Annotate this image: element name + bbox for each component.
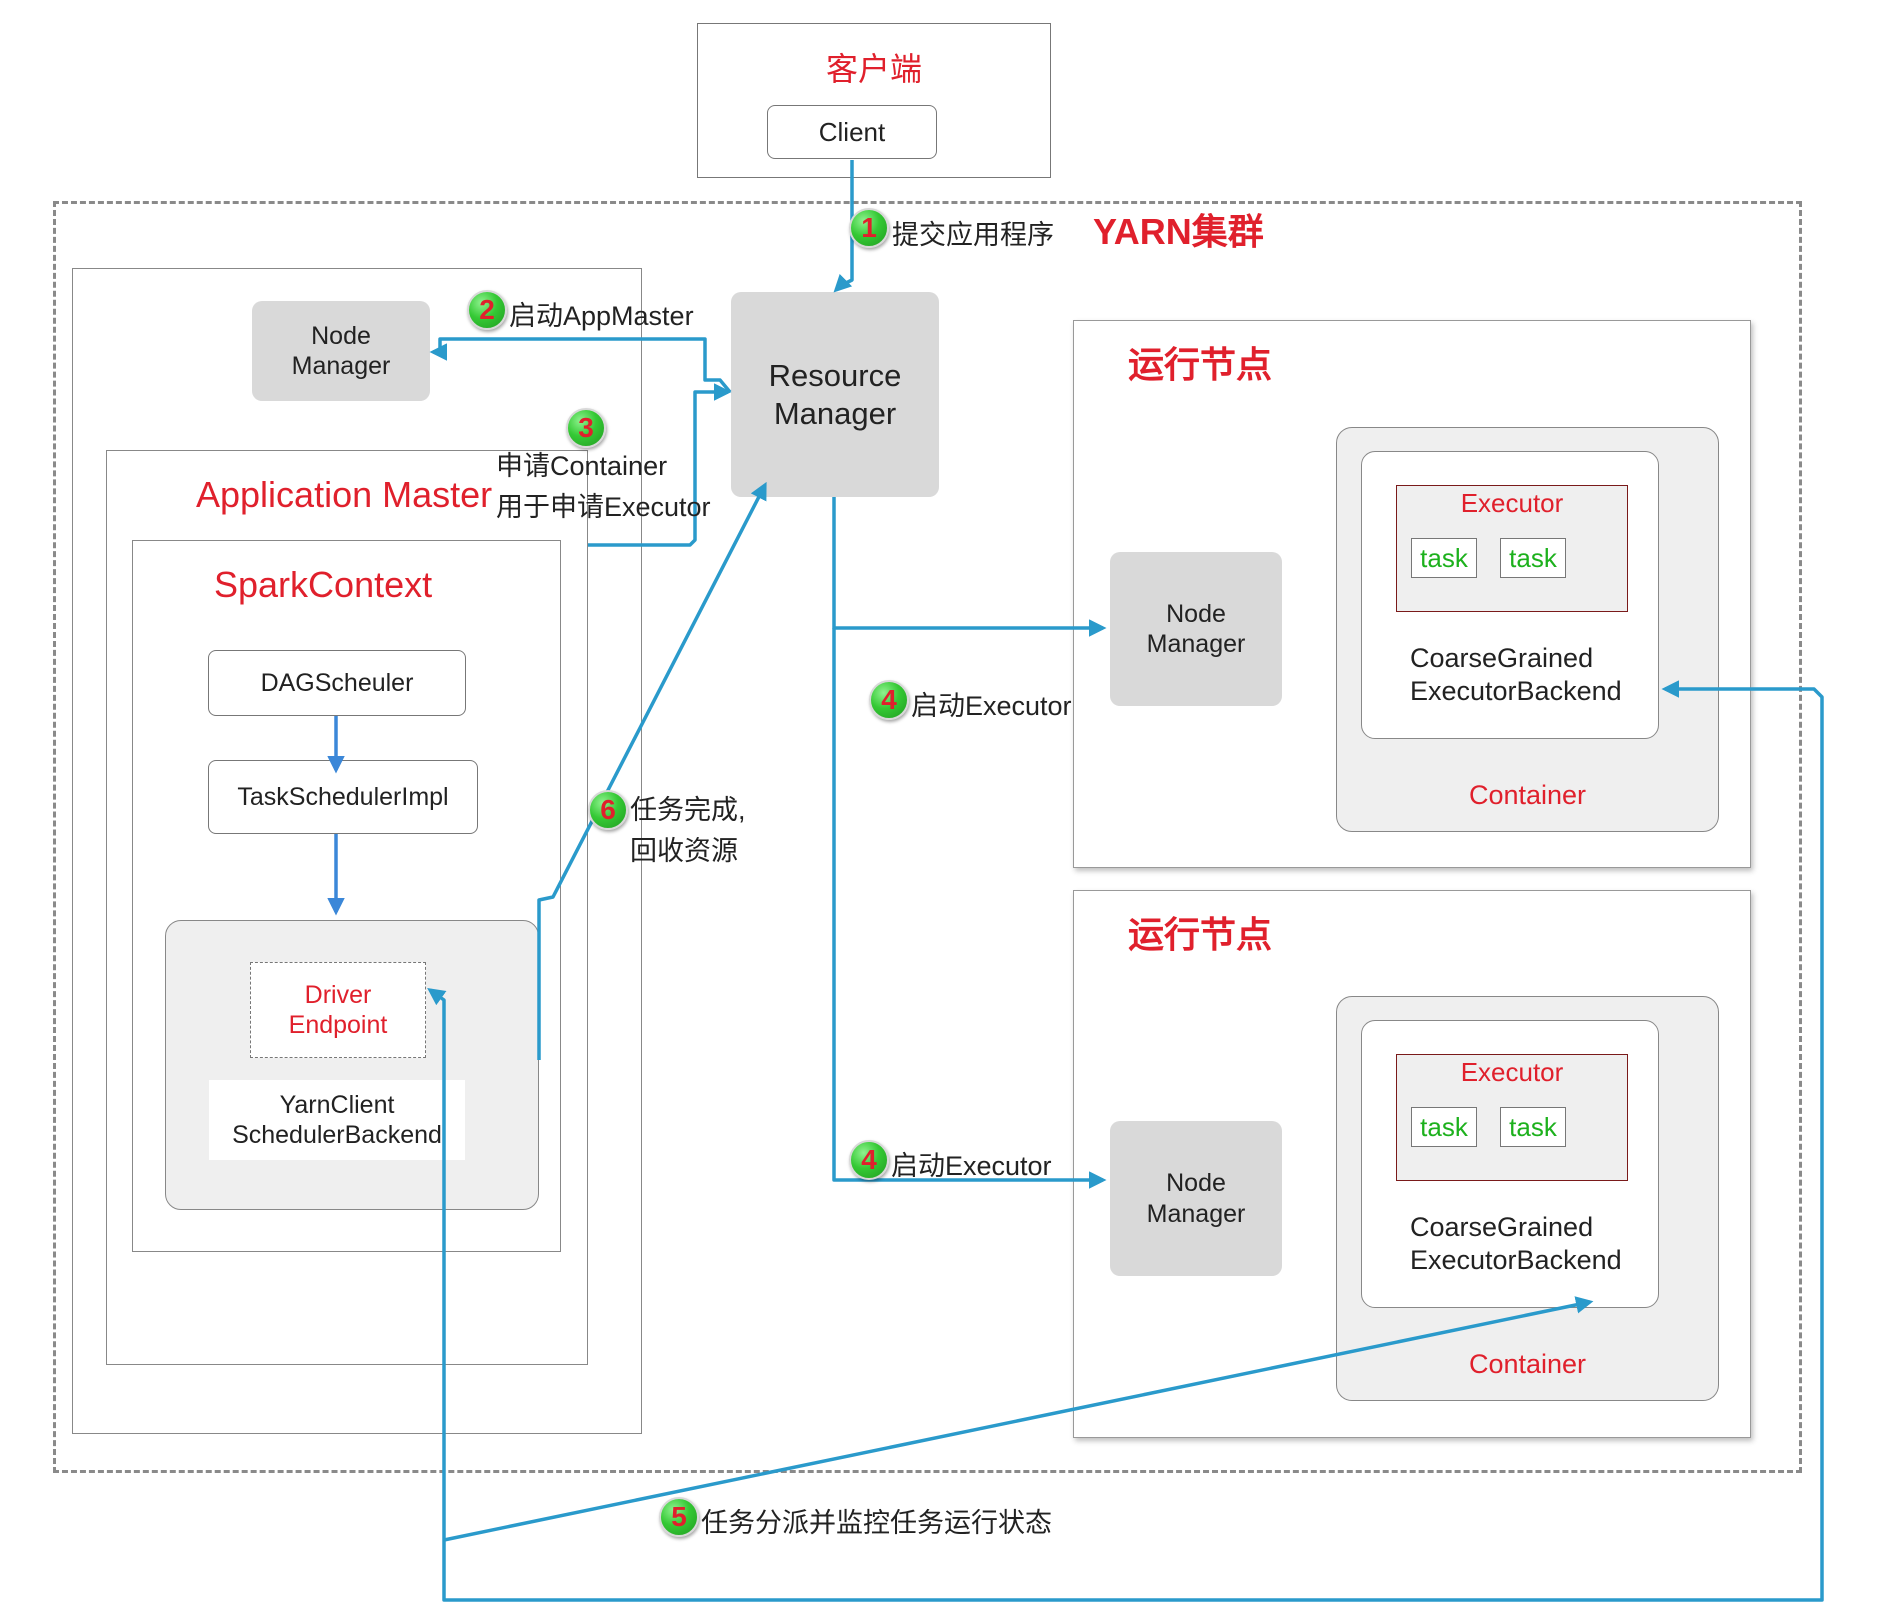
cluster-title: YARN集群: [1093, 211, 1264, 252]
worker-2-executor-label: Executor: [1460, 1057, 1564, 1087]
step-6-label: 任务完成, 回收资源: [630, 795, 746, 866]
spark-context-title: SparkContext: [214, 564, 433, 605]
worker-node-2-title: 运行节点: [1128, 914, 1273, 955]
step-5-label: 任务分派并监控任务运行状态: [701, 1508, 1052, 1538]
worker-1-task-2: task: [1500, 538, 1566, 578]
worker-2-container-label: Container: [1468, 1349, 1587, 1379]
worker-2-task-1: task: [1411, 1107, 1477, 1147]
step-4a-label: 启动Executor: [911, 691, 1072, 721]
worker-1-task-1: task: [1411, 538, 1477, 578]
worker-2-backend-label: CoarseGrained ExecutorBackend: [1410, 1212, 1622, 1275]
application-master-title: Application Master: [196, 474, 493, 515]
worker-1-node-manager: Node Manager: [1110, 552, 1282, 706]
worker-1-executor-label: Executor: [1460, 488, 1564, 518]
step-3-label: 申请Container 用于申请Executor: [496, 451, 711, 522]
driver-endpoint-box: Driver Endpoint: [250, 962, 426, 1058]
worker-1-container-label: Container: [1468, 780, 1587, 810]
step-4b-badge: 4: [849, 1140, 889, 1180]
client-frame: [697, 23, 1051, 178]
dag-scheduler-box: DAGScheuler: [208, 650, 466, 716]
worker-1-backend-label: CoarseGrained ExecutorBackend: [1410, 643, 1622, 706]
client-node: Client: [767, 105, 937, 159]
step-1-label: 提交应用程序: [892, 220, 1054, 250]
step-4b-label: 启动Executor: [891, 1151, 1052, 1181]
step-4a-badge: 4: [869, 680, 909, 720]
yarn-client-backend-label: YarnClient SchedulerBackend: [209, 1080, 465, 1160]
worker-2-node-manager: Node Manager: [1110, 1121, 1282, 1276]
client-title: 客户端: [825, 51, 922, 87]
resource-manager: Resource Manager: [731, 292, 939, 497]
task-scheduler-box: TaskSchedulerImpl: [208, 760, 478, 834]
step-2-badge: 2: [467, 290, 507, 330]
am-node-manager: Node Manager: [252, 301, 430, 401]
step-3-badge: 3: [566, 408, 606, 448]
worker-2-task-2: task: [1500, 1107, 1566, 1147]
step-6-badge: 6: [588, 790, 628, 830]
worker-node-1-title: 运行节点: [1128, 344, 1273, 385]
step-5-badge: 5: [659, 1497, 699, 1537]
step-1-badge: 1: [849, 208, 889, 248]
step-2-label: 启动AppMaster: [509, 301, 694, 331]
